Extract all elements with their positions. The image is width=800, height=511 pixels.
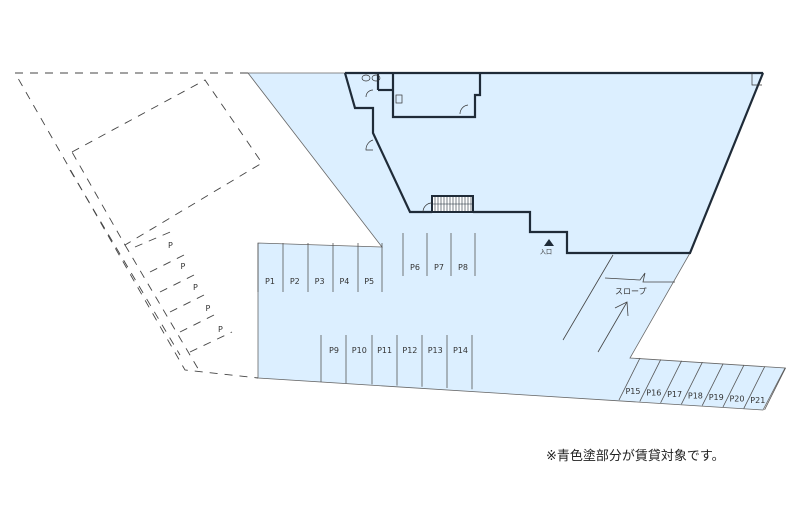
staircase bbox=[431, 195, 474, 213]
entrance-marker-icon bbox=[544, 239, 554, 246]
parking-label: P6 bbox=[410, 263, 420, 272]
stall-divider bbox=[639, 359, 662, 402]
parking-label: P13 bbox=[428, 346, 443, 355]
stall-divider bbox=[743, 366, 766, 409]
parking-label: P2 bbox=[290, 277, 300, 286]
rental-note: ※青色塗部分が賃貸対象です。 bbox=[546, 449, 725, 464]
outside-parking-label: P bbox=[218, 325, 223, 334]
slope-label: スロープ bbox=[615, 287, 647, 296]
parking-label: P15 bbox=[625, 387, 640, 396]
stall-divider bbox=[764, 367, 786, 410]
parking-label: P12 bbox=[402, 346, 417, 355]
doors bbox=[361, 73, 762, 213]
entrance-label: 入口 bbox=[540, 249, 552, 256]
stall-divider bbox=[701, 363, 724, 406]
outside-parking-label: P bbox=[181, 262, 186, 271]
parking-label: P19 bbox=[709, 393, 724, 402]
outside-parking-label: P bbox=[193, 283, 198, 292]
parking-label: P9 bbox=[329, 346, 339, 355]
parking-label: P16 bbox=[646, 389, 661, 398]
parking-label: P5 bbox=[364, 277, 374, 286]
rental-area bbox=[247, 72, 786, 411]
outside-parking-label: P bbox=[206, 304, 211, 313]
parking-label: P18 bbox=[688, 392, 703, 401]
stall-divider bbox=[618, 357, 641, 401]
parking-label: P7 bbox=[434, 263, 444, 272]
building-walls bbox=[343, 71, 765, 255]
parking-label: P10 bbox=[352, 346, 367, 355]
neighbor-lot bbox=[14, 72, 263, 379]
parking-label: P1 bbox=[265, 277, 275, 286]
stall-divider bbox=[681, 362, 703, 405]
parking-label: P20 bbox=[729, 395, 744, 404]
parking-label: P14 bbox=[453, 346, 468, 355]
stall-divider bbox=[660, 360, 682, 403]
parking-label: P21 bbox=[750, 396, 765, 405]
parking-label: P3 bbox=[315, 277, 325, 286]
outside-parking-label: P bbox=[168, 241, 173, 250]
parking-label: P17 bbox=[667, 390, 682, 399]
stall-divider bbox=[722, 364, 745, 408]
slope bbox=[562, 254, 675, 353]
parking-label: P11 bbox=[377, 346, 392, 355]
parking-label: P4 bbox=[339, 277, 349, 286]
parking-label: P8 bbox=[458, 263, 468, 272]
